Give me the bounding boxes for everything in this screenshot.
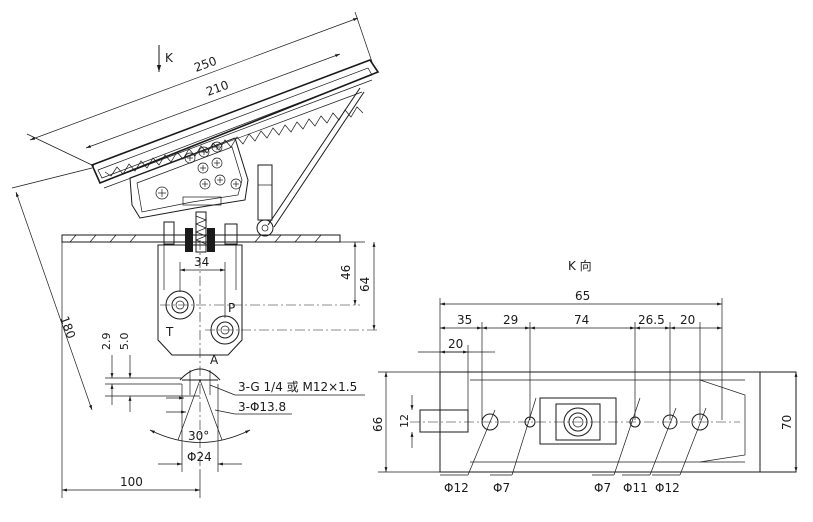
port-label-p: P (228, 301, 235, 315)
dim-label-2-9: 2.9 (100, 333, 113, 351)
dim-64: 64 (358, 242, 376, 330)
linkage-rod (256, 87, 365, 237)
callout-thread: 3-G 1/4 或 M12×1.5 (166, 380, 365, 400)
port-label-a: A (210, 353, 219, 367)
dim-label-20-left: 20 (448, 337, 463, 351)
dim-100: 100 (61, 242, 201, 498)
callout-counterbore-text: 3-Φ13.8 (238, 400, 286, 414)
hinge-bracket (129, 137, 249, 219)
dim-66: 66 (371, 371, 440, 473)
dim-label-100: 100 (120, 475, 143, 489)
dim-label-34: 34 (194, 255, 209, 269)
dim-label-5-0: 5.0 (118, 333, 131, 351)
view-arrow-label: K (165, 51, 174, 65)
view-direction-arrow: K (156, 45, 174, 72)
dim-label-46: 46 (339, 265, 353, 280)
dim-label-30: 30° (188, 429, 209, 443)
dim-46: 46 (242, 241, 365, 305)
hole-label-4: Φ11 (623, 481, 648, 495)
k-view: K 向 (371, 258, 798, 495)
dim-label-70: 70 (780, 415, 794, 430)
dim-label-180: 180 (57, 314, 78, 340)
dim-65: 65 (439, 289, 723, 420)
spring-assembly (163, 211, 238, 253)
dim-label-12: 12 (398, 414, 411, 428)
dim-34: 34 (179, 255, 226, 318)
dim-label-26-5: 26.5 (638, 313, 665, 327)
dim-label-66: 66 (371, 417, 385, 432)
dim-12: 12 (398, 395, 414, 448)
dim-phi24: Φ24 (158, 384, 242, 472)
k-view-holes (481, 413, 709, 431)
callout-thread-text: 3-G 1/4 或 M12×1.5 (238, 380, 357, 394)
dim-label-29: 29 (503, 313, 518, 327)
dim-70: 70 (780, 372, 798, 472)
base-plate (61, 234, 341, 243)
pedal-plate (90, 59, 380, 189)
dim-label-20-right: 20 (680, 313, 695, 327)
dim-label-74: 74 (574, 313, 589, 327)
hole-label-2: Φ7 (493, 481, 510, 495)
hole-label-5: Φ12 (655, 481, 680, 495)
dim-label-phi24: Φ24 (187, 450, 212, 464)
callout-counterbore: 3-Φ13.8 (166, 400, 292, 415)
hole-label-1: Φ12 (444, 481, 469, 495)
dim-chain-top: 35 29 74 26.5 20 (440, 313, 722, 420)
dim-20-left: 20 (418, 337, 495, 410)
dim-180: 180 (11, 167, 93, 411)
k-view-center-boss (539, 397, 617, 445)
hole-label-3: Φ7 (594, 481, 611, 495)
main-view: K (11, 11, 380, 498)
dim-label-64: 64 (358, 277, 372, 292)
k-view-title: K 向 (568, 258, 592, 273)
hole-leaders (440, 397, 707, 476)
port-label-t: T (165, 325, 174, 339)
dim-label-35: 35 (457, 313, 472, 327)
dim-2-9-and-5-0: 2.9 5.0 (100, 333, 200, 412)
dim-label-65: 65 (575, 289, 590, 303)
